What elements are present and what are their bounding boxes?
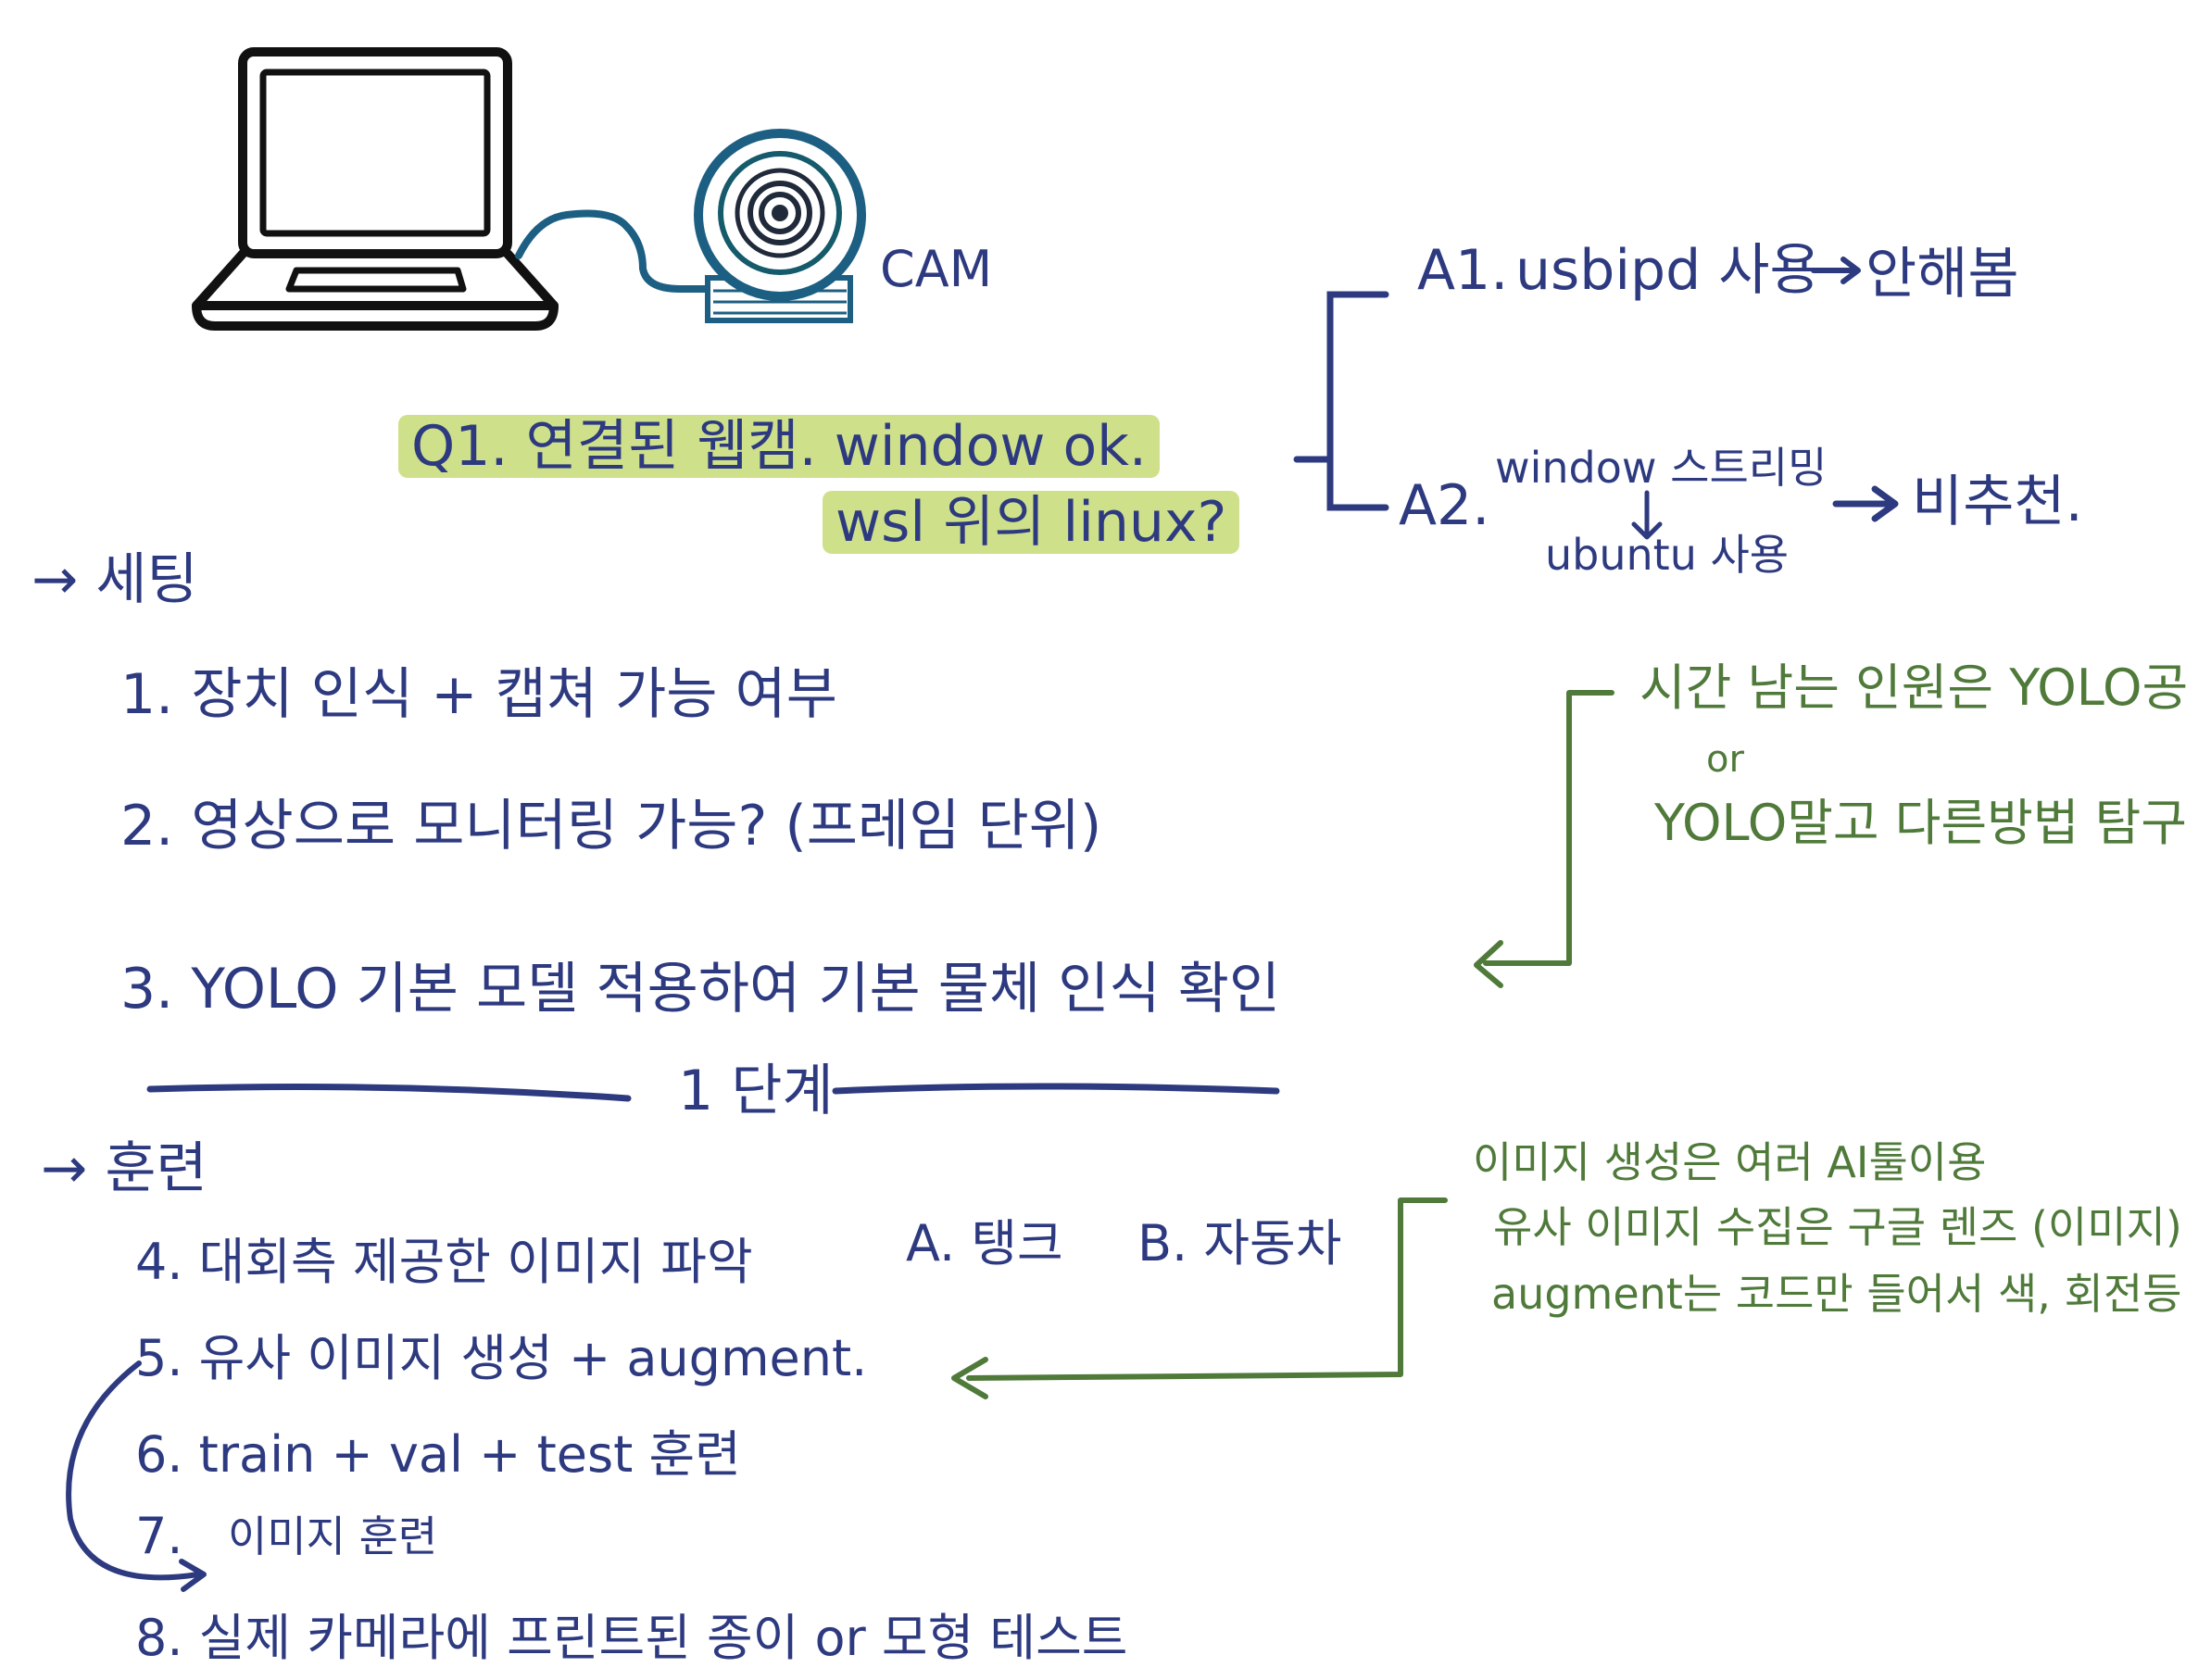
webcam-icon bbox=[694, 129, 866, 323]
training-note-line-1: 이미지 생성은 여러 AI툴이용 bbox=[1473, 1137, 1987, 1187]
training-header: → 훈련 bbox=[41, 1136, 207, 1201]
a1-label: A1. bbox=[1417, 238, 1509, 303]
stage-label: 1 단계 bbox=[678, 1059, 834, 1123]
a2-result: 비추천. bbox=[1912, 470, 2083, 534]
usb-cable bbox=[515, 209, 719, 293]
a2-label: A2. bbox=[1399, 473, 1490, 538]
a1-result: 안해봄 bbox=[1866, 242, 2019, 307]
setting-step-1: 1. 장치 인식 + 캡쳐 가능 여부 bbox=[120, 662, 837, 727]
training-step-6: 6. train + val + test 훈련 bbox=[135, 1425, 741, 1484]
setting-note-line-2: YOLO말고 다른방법 탐구 bbox=[1654, 794, 2186, 852]
a2-arrow bbox=[1832, 485, 1899, 522]
a2-method-line-2: ubuntu 사용 bbox=[1545, 530, 1790, 580]
training-step-8: 8. 실제 카메라에 프린트된 종이 or 모형 테스트 bbox=[135, 1609, 1128, 1667]
training-note-line-2: 유사 이미지 수집은 구글 렌즈 (이미지) bbox=[1493, 1202, 2182, 1252]
a1-method: usbipd 사용 bbox=[1515, 238, 1821, 303]
training-note-bracket bbox=[951, 1197, 1448, 1399]
setting-note-line-1: 시간 남는 인원은 YOLO공부 bbox=[1640, 658, 2186, 717]
setting-note-or: or bbox=[1706, 738, 1744, 781]
training-step-7-text: 이미지 훈련 bbox=[228, 1511, 438, 1561]
training-note-line-3: augment는 코드만 들어서 색, 회전등. bbox=[1491, 1269, 2186, 1319]
question-line-2: wsl 위의 linux? bbox=[823, 491, 1240, 554]
training-step-7-number: 7. bbox=[135, 1507, 183, 1565]
a2-method-line-1: window 스트리밍 bbox=[1495, 443, 1828, 493]
setting-step-2: 2. 영상으로 모니터링 가능? (프레임 단위) bbox=[120, 794, 1102, 859]
setting-step-3: 3. YOLO 기본 모델 적용하여 기본 물체 인식 확인 bbox=[120, 957, 1281, 1022]
stage-divider bbox=[146, 1083, 1280, 1102]
training-step-4-option-a: A. 탱크 bbox=[906, 1214, 1063, 1273]
a1-arrow bbox=[1811, 257, 1861, 284]
setting-header: → 세팅 bbox=[31, 547, 198, 612]
question-line-1: Q1. 연결된 웹캠. window ok. bbox=[398, 415, 1160, 478]
loop-arrow bbox=[66, 1360, 207, 1592]
training-step-4: 4. 대회측 제공한 이미지 파악 bbox=[135, 1233, 753, 1291]
cam-label: CAM bbox=[880, 240, 993, 298]
training-step-4-option-b: B. 자동차 bbox=[1137, 1214, 1342, 1273]
training-step-5: 5. 유사 이미지 생성 + augment. bbox=[135, 1329, 868, 1387]
a2-down-arrow bbox=[1631, 490, 1663, 540]
laptop-icon bbox=[192, 47, 559, 331]
answer-bracket bbox=[1293, 291, 1389, 511]
setting-note-bracket bbox=[1474, 690, 1614, 988]
